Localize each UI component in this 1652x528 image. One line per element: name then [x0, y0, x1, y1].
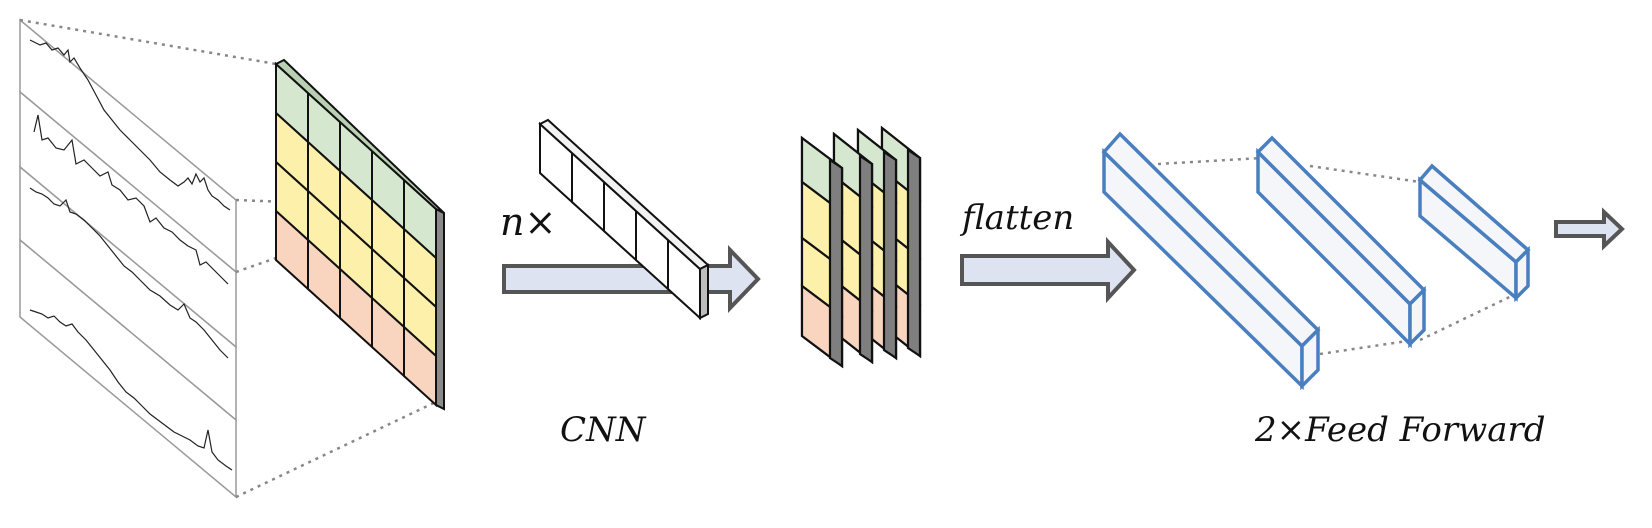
- timeseries-signal-4: [29, 309, 233, 471]
- cnn-output-map-2: [832, 131, 874, 365]
- repeat-label: n×: [500, 200, 557, 244]
- cnn-kernel: [538, 118, 710, 321]
- feature-map-grid: [274, 58, 445, 411]
- timeseries-signal-1: [29, 39, 231, 211]
- grid-depth-edge: [435, 207, 445, 411]
- grid-row-2: [275, 110, 437, 310]
- grid-row-3: [275, 159, 437, 359]
- input-time-series: [19, 18, 237, 499]
- timeseries-signal-3: [29, 187, 229, 359]
- cnn-output-maps: [800, 125, 922, 369]
- cnn-label: CNN: [560, 410, 646, 450]
- grid-top-edge: [274, 58, 445, 214]
- flatten-label: flatten: [962, 198, 1075, 238]
- flatten-arrow: [960, 236, 1137, 304]
- ff-connector-lines: [1157, 156, 1521, 356]
- feed-forward-label: 2×Feed Forward: [1255, 410, 1546, 450]
- timeseries-signal-2: [33, 114, 229, 285]
- output-arrow: [1554, 207, 1625, 251]
- ff-layer-2: [1255, 135, 1427, 349]
- cnn-arrow: [502, 245, 761, 313]
- ff-layer-3: [1417, 163, 1531, 303]
- grid-row-4: [275, 208, 437, 408]
- feed-forward-layers: [1101, 131, 1531, 391]
- cnn-output-map-1: [800, 135, 844, 369]
- ff-layer-1: [1101, 131, 1321, 391]
